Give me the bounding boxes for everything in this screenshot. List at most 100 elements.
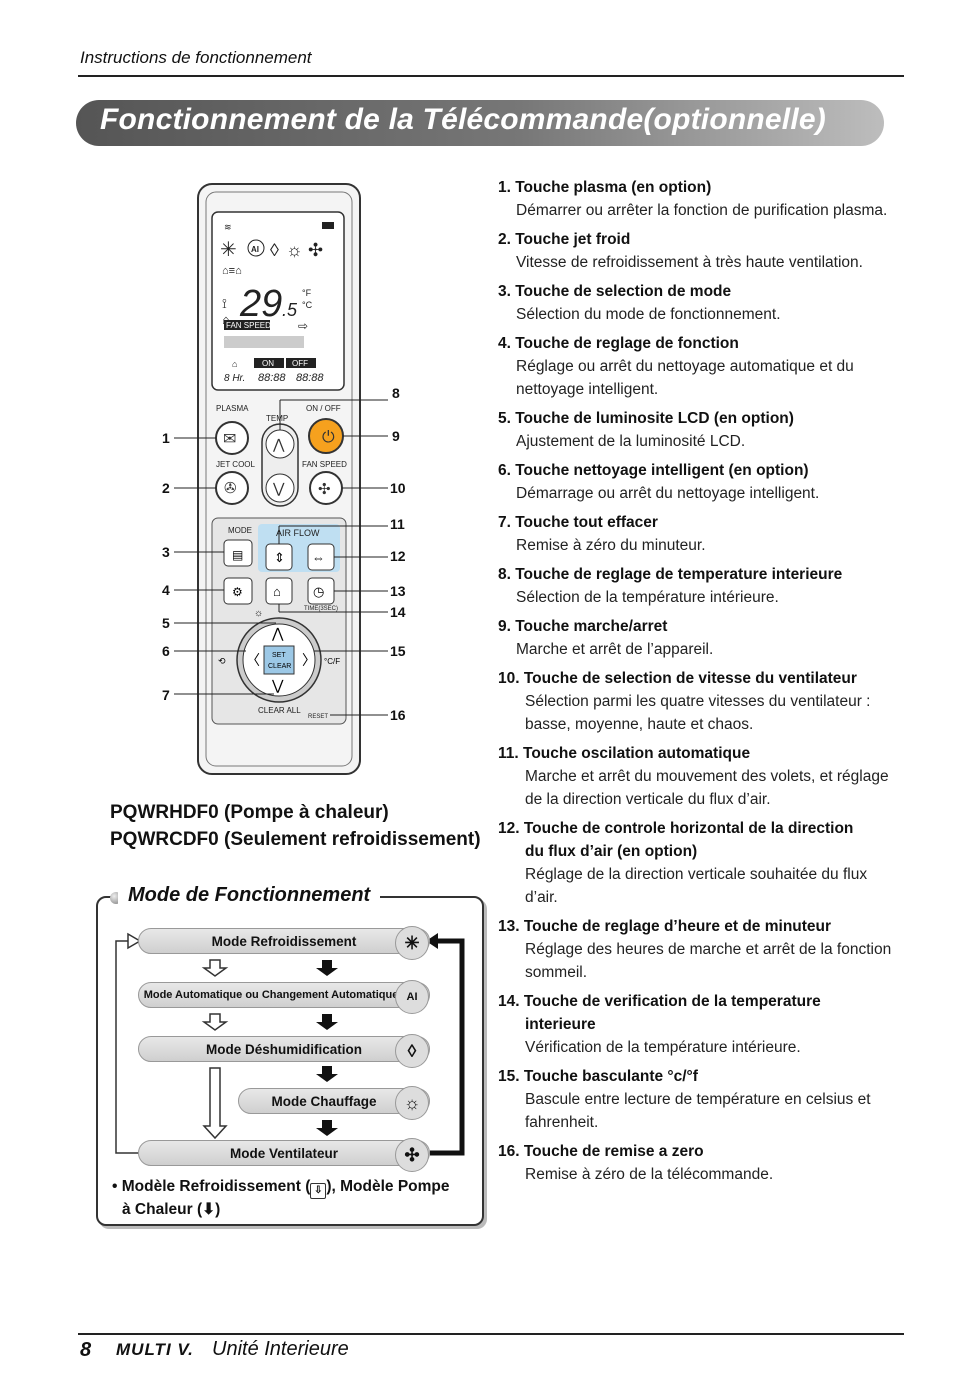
svg-text:SET: SET: [272, 652, 286, 659]
svg-text:ON / OFF: ON / OFF: [306, 404, 341, 413]
filled-arrow-icon: ⬇: [202, 1201, 216, 1218]
svg-text:TIME(3SEC): TIME(3SEC): [304, 606, 338, 612]
mode-note: • Modèle Refroidissement (⇩), Modèle Pom…: [112, 1178, 450, 1218]
lcd-temperature: 29: [239, 283, 282, 325]
callout-15: 15: [390, 643, 406, 659]
sun-icon: ☼: [395, 1086, 429, 1120]
svg-text:✇: ✇: [224, 480, 237, 497]
callout-10: 10: [390, 480, 406, 496]
svg-text:▤: ▤: [232, 548, 243, 562]
mode-fan: Mode Ventilateur ✣: [138, 1138, 430, 1172]
svg-text:⋀: ⋀: [272, 436, 285, 452]
svg-text:8 Hr.: 8 Hr.: [224, 373, 245, 384]
callout-13: 13: [390, 583, 406, 599]
svg-text:⋀: ⋀: [271, 625, 284, 641]
mode-heating: Mode Chauffage ☼: [238, 1086, 430, 1120]
callout-9: 9: [392, 428, 400, 444]
callout-2: 2: [162, 480, 170, 496]
svg-text:✳: ✳: [220, 239, 237, 261]
svg-text:⌂: ⌂: [273, 584, 281, 599]
fan-icon: ✣: [395, 1138, 429, 1172]
callout-8: 8: [392, 385, 400, 401]
svg-text:⌂: ⌂: [232, 359, 237, 369]
callout-6: 6: [162, 643, 170, 659]
title-bar: [76, 100, 884, 146]
callout-5: 5: [162, 615, 170, 631]
svg-text:AI: AI: [251, 245, 259, 254]
svg-text:PLASMA: PLASMA: [216, 404, 249, 413]
svg-text:⋁: ⋁: [272, 480, 285, 496]
svg-text:AIR FLOW: AIR FLOW: [276, 528, 320, 538]
svg-text:°F: °F: [302, 288, 312, 298]
callout-1: 1: [162, 430, 170, 446]
function-list: 1. Touche plasma (en option)Démarrer ou …: [498, 176, 898, 1192]
svg-text:ON: ON: [262, 359, 274, 368]
list-item: 5. Touche de luminosite LCD (en option)A…: [498, 410, 794, 450]
svg-text:CLEAR: CLEAR: [268, 663, 291, 670]
svg-text:88:88: 88:88: [296, 372, 324, 384]
svg-text:OFF: OFF: [292, 359, 308, 368]
list-item: 1. Touche plasma (en option)Démarrer ou …: [498, 179, 888, 219]
svg-text:☼: ☼: [286, 240, 303, 260]
callout-7: 7: [162, 687, 170, 703]
callout-14: 14: [390, 604, 406, 620]
page-title: Fonctionnement de la Télécommande(option…: [100, 103, 826, 136]
svg-text:⚙: ⚙: [232, 585, 243, 599]
callout-12: 12: [390, 548, 406, 564]
svg-text:CLEAR ALL: CLEAR ALL: [258, 706, 301, 715]
svg-text:88:88: 88:88: [258, 372, 286, 384]
svg-text:⏻: ⏻: [322, 429, 335, 446]
svg-text:☼: ☼: [254, 608, 263, 619]
svg-text:◷: ◷: [313, 584, 324, 599]
callout-11: 11: [390, 516, 405, 532]
svg-text:⋁: ⋁: [271, 677, 284, 693]
svg-text:⌂≡⌂: ⌂≡⌂: [222, 265, 242, 277]
footer-rule: [78, 1333, 904, 1335]
ai-icon: AI: [395, 980, 429, 1014]
callout-16: 16: [390, 707, 406, 723]
svg-text:✣: ✣: [318, 481, 331, 498]
svg-text:◊: ◊: [270, 240, 279, 260]
svg-text:FAN SPEED: FAN SPEED: [302, 460, 347, 469]
model-cooling-only: PQWRCDF0 (Seulement refroidissement): [110, 829, 481, 850]
svg-text:°C/F: °C/F: [324, 657, 340, 666]
svg-text:≋: ≋: [224, 222, 232, 232]
svg-text:JET COOL: JET COOL: [216, 460, 256, 469]
list-item: 8. Touche de reglage de temperature inte…: [498, 566, 843, 606]
svg-text:⇔: ⇔: [312, 550, 325, 565]
model-heat-pump: PQWRHDF0 (Pompe à chaleur): [110, 802, 389, 823]
mode-flow-arrows: [115, 932, 465, 1156]
svg-text:〉: 〉: [302, 652, 316, 668]
svg-text:〈: 〈: [246, 652, 260, 668]
svg-text:RESET: RESET: [308, 714, 328, 720]
svg-text:.5: .5: [282, 300, 298, 320]
footer-text: Unité Interieure: [212, 1338, 349, 1360]
section-header: Instructions de fonctionnement: [80, 48, 312, 67]
brand-logo: MULTI V.: [116, 1340, 194, 1359]
svg-text:TEMP: TEMP: [266, 414, 288, 423]
list-item: 10. Touche de selection de vitesse du ve…: [498, 670, 871, 733]
svg-text:⇨: ⇨: [298, 319, 308, 333]
mode-box-title: Mode de Fonctionnement: [118, 884, 381, 907]
svg-text:°C: °C: [302, 300, 313, 310]
svg-text:⇕: ⇕: [274, 550, 285, 565]
svg-text:✣: ✣: [308, 240, 323, 260]
mode-dehumidify: Mode Déshumidification ◊: [138, 1034, 430, 1068]
mode-auto: Mode Automatique ou Changement Automatiq…: [138, 980, 430, 1014]
svg-text:⟲: ⟲: [218, 656, 226, 666]
svg-text:MODE: MODE: [228, 526, 252, 535]
remote-illustration: ≋ ✳ AI ◊ ☼ ✣ ⌂≡⌂ ⟟ ⌂ 29 .5 °F °C FAN SPE…: [174, 183, 388, 775]
svg-text:FAN SPEED: FAN SPEED: [226, 321, 271, 330]
outline-arrow-icon: ⇩: [310, 1183, 327, 1199]
svg-text:⌂: ⌂: [222, 312, 230, 327]
list-item: 6. Touche nettoyage intelligent (en opti…: [498, 462, 820, 502]
callout-4: 4: [162, 582, 170, 598]
mode-cooling: Mode Refroidissement ✳: [138, 926, 430, 960]
